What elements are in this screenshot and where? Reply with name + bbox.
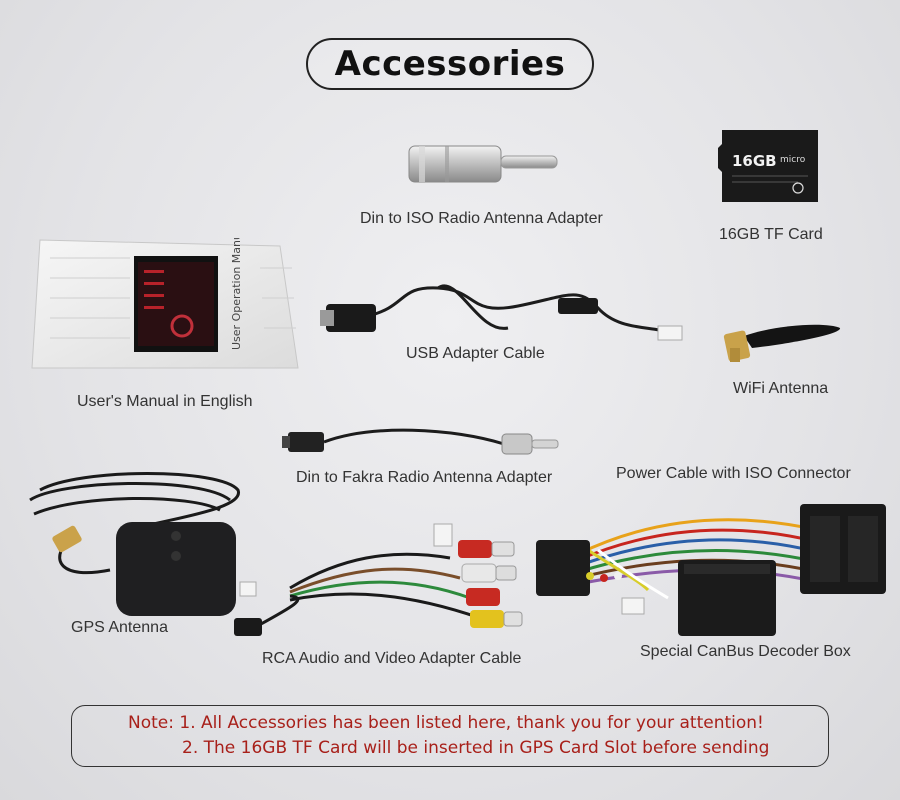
tf-card-image: 16GB micro: [718, 130, 818, 202]
usb-cable-image: [320, 284, 683, 341]
note-line-1: Note: 1. All Accessories has been listed…: [128, 713, 764, 733]
din-iso-adapter-image: [408, 145, 558, 183]
din-fakra-label: Din to Fakra Radio Antenna Adapter: [296, 469, 553, 486]
user-manual-image: User Operation Manual: [31, 238, 299, 369]
note-line-2: 2. The 16GB TF Card will be inserted in …: [182, 738, 770, 758]
power-cable-image: [536, 504, 886, 636]
tf-card-micro-mark: micro: [780, 155, 806, 165]
canbus-box-label: Special CanBus Decoder Box: [640, 643, 851, 660]
user-manual-label: User's Manual in English: [77, 393, 253, 410]
rca-cable-image: [234, 523, 523, 636]
wifi-antenna-image: [723, 324, 841, 362]
gps-antenna-image: [29, 472, 240, 616]
title-badge: Accessories: [306, 38, 594, 90]
rca-cable-label: RCA Audio and Video Adapter Cable: [262, 650, 522, 667]
page-title: Accessories: [334, 44, 566, 84]
wifi-antenna-label: WiFi Antenna: [733, 380, 829, 397]
tf-card-label: 16GB TF Card: [719, 226, 823, 243]
din-iso-label: Din to ISO Radio Antenna Adapter: [360, 210, 603, 227]
power-cable-label: Power Cable with ISO Connector: [616, 465, 851, 482]
usb-cable-label: USB Adapter Cable: [406, 345, 545, 362]
note-box: Note: 1. All Accessories has been listed…: [71, 705, 829, 767]
din-fakra-adapter-image: [282, 428, 559, 455]
tf-card-capacity-mark: 16GB: [732, 152, 777, 170]
gps-antenna-label: GPS Antenna: [71, 619, 168, 636]
manual-cover-text: User Operation Manual: [230, 238, 243, 350]
